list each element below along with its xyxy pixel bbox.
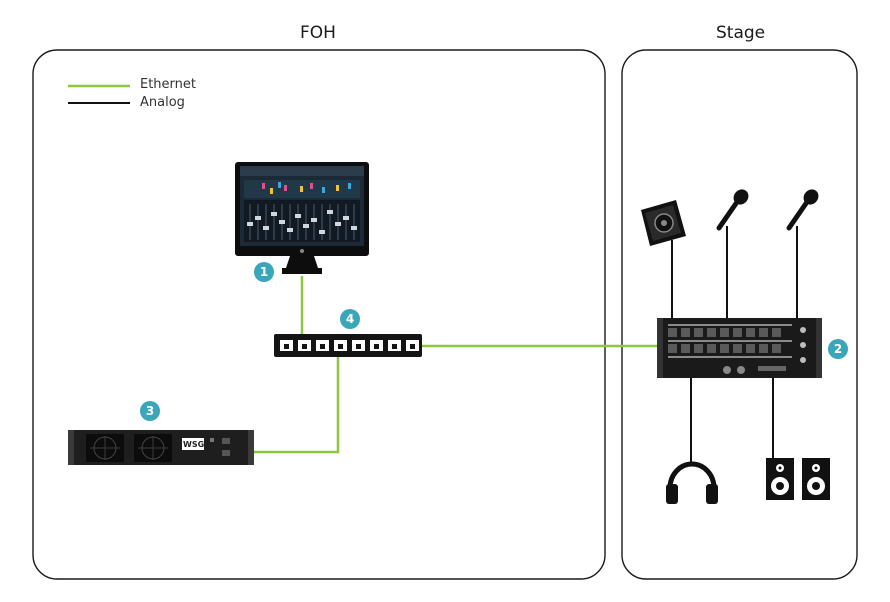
stage-io-box-icon — [657, 318, 822, 378]
legend-ethernet-label: Ethernet — [140, 77, 196, 92]
stage-zone-frame — [621, 49, 858, 580]
analog-links — [671, 226, 798, 462]
wedge-monitor-speaker-icon — [641, 200, 686, 246]
rack-server-icon — [68, 430, 254, 465]
ethernet-links — [252, 276, 657, 454]
studio-speakers-icon — [766, 458, 830, 500]
headphones-icon — [666, 461, 718, 504]
badge-2: 2 — [828, 339, 848, 359]
badge-1: 1 — [254, 262, 274, 282]
microphone-icon — [786, 189, 819, 231]
foh-zone-title: FOH — [300, 23, 336, 43]
foh-zone-frame — [32, 49, 606, 580]
server-logo-text: WSG — [183, 440, 205, 449]
stage-zone-title: Stage — [716, 23, 766, 43]
badge-4: 4 — [340, 309, 360, 329]
legend-analog-label: Analog — [140, 95, 185, 110]
network-switch-icon — [274, 334, 422, 357]
microphone-icon — [716, 189, 749, 231]
monitor-icon — [235, 162, 369, 274]
badge-3: 3 — [140, 401, 160, 421]
